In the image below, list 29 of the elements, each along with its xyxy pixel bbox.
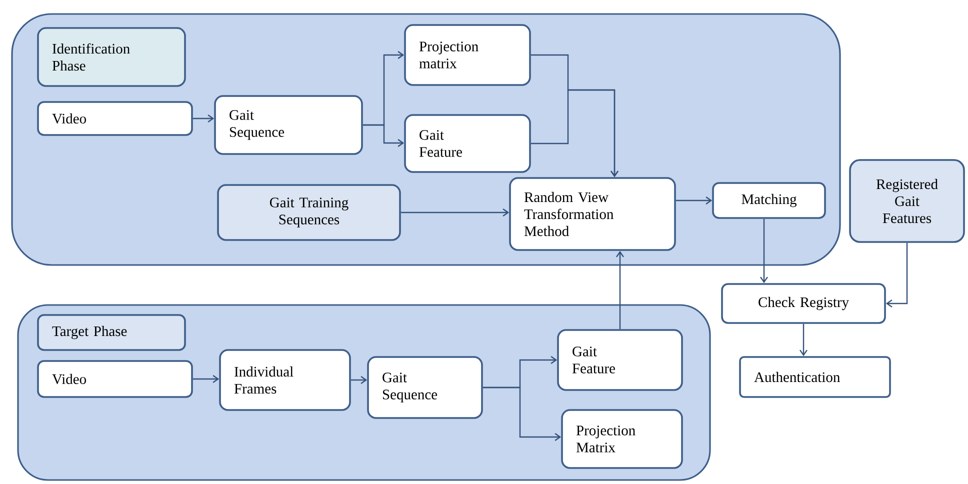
input-box: Gait Training Sequences bbox=[217, 184, 401, 241]
process-box: Matching bbox=[712, 182, 826, 219]
process-box: Video bbox=[37, 101, 193, 136]
arrow bbox=[400, 208, 510, 216]
phase-label: Target Phase bbox=[37, 314, 186, 351]
arrow bbox=[482, 386, 562, 441]
arrow bbox=[800, 324, 808, 356]
arrow bbox=[192, 114, 214, 122]
process-box: Individual Frames bbox=[219, 349, 351, 411]
process-box: Video bbox=[37, 360, 193, 398]
arrow bbox=[676, 196, 712, 204]
input-box: Registered Gait Features bbox=[849, 159, 965, 243]
process-box: Random View Transformation Method bbox=[509, 177, 676, 251]
arrow bbox=[616, 250, 624, 330]
process-box: Gait Feature bbox=[557, 329, 683, 391]
phase-label: Identification Phase bbox=[37, 27, 186, 87]
arrow bbox=[760, 218, 768, 284]
process-box: Gait Sequence bbox=[214, 95, 363, 155]
process-box: Gait Sequence bbox=[367, 356, 483, 419]
arrow bbox=[192, 375, 220, 383]
process-box: Projection matrix bbox=[404, 24, 531, 86]
arrow bbox=[530, 89, 618, 178]
process-box: Gait Feature bbox=[404, 114, 531, 173]
process-box: Check Registry bbox=[721, 283, 886, 324]
process-box: Projection Matrix bbox=[561, 409, 683, 469]
arrow bbox=[350, 376, 368, 384]
arrow bbox=[886, 242, 908, 308]
arrow bbox=[362, 124, 404, 147]
process-box: Authentication bbox=[739, 356, 891, 398]
